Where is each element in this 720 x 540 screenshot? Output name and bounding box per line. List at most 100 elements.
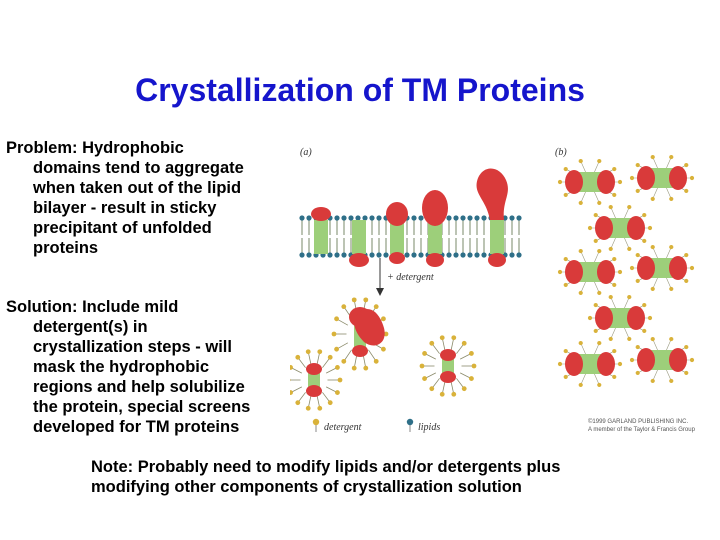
detergent-head <box>331 331 337 337</box>
detergent-head <box>593 328 598 334</box>
detergent-head <box>469 351 474 356</box>
detergent-head <box>383 331 389 337</box>
detergent-head <box>471 363 477 369</box>
solution-line: developed for TM proteins <box>33 418 240 436</box>
detergent-head <box>563 348 568 354</box>
lipid-head <box>474 252 480 258</box>
detergent-head <box>290 365 293 370</box>
hydrophilic-domain <box>306 385 322 397</box>
hydrophilic-domain <box>669 256 687 280</box>
lipid-head <box>334 215 340 221</box>
hydrophobic-domain <box>606 218 634 238</box>
detergent-head <box>642 212 647 218</box>
solution-line: the protein, special screens <box>33 398 251 416</box>
lipid-head <box>453 252 459 258</box>
hydrophobic-domain <box>648 350 676 370</box>
detergent-micelles <box>290 297 477 411</box>
detergent-head <box>363 297 369 303</box>
detergent-head <box>341 304 347 310</box>
panel-b-label: (b) <box>555 147 567 158</box>
detergent-head <box>642 238 647 244</box>
lipid-head <box>327 252 333 258</box>
legend-detergent: detergent <box>312 418 362 433</box>
arrow-label: + detergent <box>387 272 434 283</box>
detergent-head <box>593 212 598 218</box>
detergent-head <box>689 357 695 363</box>
detergent-head <box>617 361 623 367</box>
detergent-head <box>587 315 593 321</box>
hydrophilic-domain <box>565 170 583 194</box>
detergent-head <box>612 374 617 380</box>
detergent-head <box>635 278 640 284</box>
detergent-head <box>335 365 340 370</box>
detergent-head <box>684 252 689 258</box>
detergent-head <box>647 225 653 231</box>
hydrophilic-domain <box>426 253 444 267</box>
detergent-head <box>635 162 640 168</box>
detergent-head <box>563 192 568 198</box>
detergent-head <box>334 316 339 322</box>
detergent-head <box>650 336 655 342</box>
solution-line: regions and help solubilize <box>33 378 245 396</box>
detergent-head <box>429 386 435 392</box>
lipid-head <box>446 215 452 221</box>
detergent-head <box>597 382 602 388</box>
detergent-head <box>295 354 301 360</box>
detergent-head <box>578 200 583 206</box>
solution-line: mask the hydrophobic <box>33 358 210 376</box>
hydrophobic-domain <box>308 371 320 389</box>
lipid-head <box>355 215 361 221</box>
legend-lipids: lipids <box>406 418 440 433</box>
lipid-head <box>383 252 389 258</box>
lipid-head <box>404 252 410 258</box>
detergent-head <box>650 244 655 250</box>
problem-paragraph: Problem: Hydrophobic domains tend to agg… <box>6 138 296 258</box>
detergent-head <box>642 302 647 308</box>
hydrophobic-domain <box>576 172 604 192</box>
lipid-head <box>411 215 417 221</box>
detergent-head <box>629 265 635 271</box>
detergent-head <box>612 282 617 288</box>
lipid-head <box>453 215 459 221</box>
detergent-head <box>627 294 632 300</box>
detergent-head <box>578 290 583 296</box>
detergent-head <box>381 346 386 352</box>
detergent-head <box>578 382 583 388</box>
lipid-head <box>376 215 382 221</box>
crystal-lattice-panel-b <box>557 154 695 388</box>
hydrophilic-domain <box>627 306 645 330</box>
detergent-head <box>578 340 583 346</box>
detergent-head <box>684 188 689 194</box>
copyright-line-1: ©1999 GARLAND PUBLISHING INC. <box>588 418 688 425</box>
hydrophilic-domain <box>440 371 456 383</box>
hydrophobic-domain <box>648 168 676 188</box>
detergent-head <box>557 361 563 367</box>
legend-lipids-label: lipids <box>418 422 440 433</box>
detergent-head <box>627 246 632 252</box>
problem-line: domains tend to aggregate <box>33 159 244 177</box>
lipid-head <box>418 252 424 258</box>
hydrophobic-domain <box>428 220 442 254</box>
hydrophilic-domain <box>637 166 655 190</box>
problem-line: bilayer - result in sticky <box>33 199 217 217</box>
hydrophilic-domain <box>565 260 583 284</box>
detergent-head <box>597 248 602 254</box>
detergent-head <box>612 256 617 262</box>
arrow-head-icon <box>376 288 384 296</box>
note-paragraph: Note: Probably need to modify lipids and… <box>91 457 691 497</box>
detergent-head <box>429 340 435 346</box>
solution-paragraph: Solution: Include mild detergent(s) in c… <box>6 297 296 437</box>
detergent-legend-icon <box>312 418 320 426</box>
lipid-head <box>467 215 473 221</box>
detergent-head <box>587 225 593 231</box>
hydrophobic-domain <box>576 262 604 282</box>
hydrophilic-domain <box>306 363 322 375</box>
hydrophilic-domain <box>637 348 655 372</box>
detergent-head <box>373 304 379 310</box>
detergent-head <box>629 175 635 181</box>
lipid-head <box>341 252 347 258</box>
problem-line: when taken out of the lipid <box>33 179 242 197</box>
detergent-head <box>635 188 640 194</box>
detergent-head <box>317 349 323 355</box>
detergent-head <box>669 378 674 384</box>
